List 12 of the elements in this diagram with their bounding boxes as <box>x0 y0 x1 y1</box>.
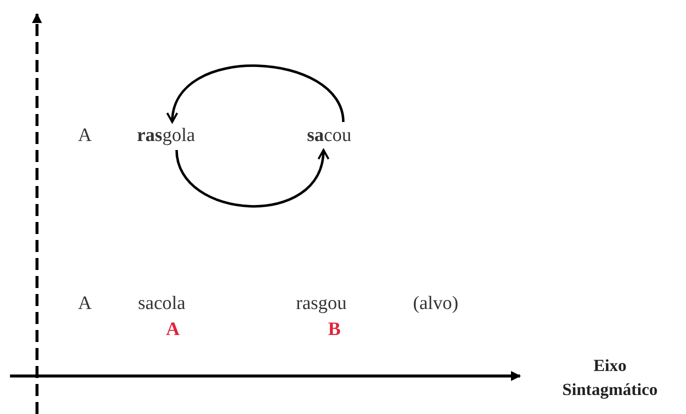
word-label: (alvo) <box>413 292 458 316</box>
curved-arrow <box>175 149 328 208</box>
letter-marker: B <box>328 318 341 342</box>
letter-marker: A <box>166 318 180 342</box>
word-label: rasgola <box>137 124 225 148</box>
word-label: rasgou <box>296 292 347 316</box>
word-label: A <box>78 292 92 316</box>
curved-arrow <box>168 64 345 123</box>
word-label: sacola <box>138 292 186 316</box>
axis-label: Eixo Sintagmático <box>561 355 659 401</box>
word-label: sacou <box>307 124 373 148</box>
word-label: A <box>78 124 92 148</box>
